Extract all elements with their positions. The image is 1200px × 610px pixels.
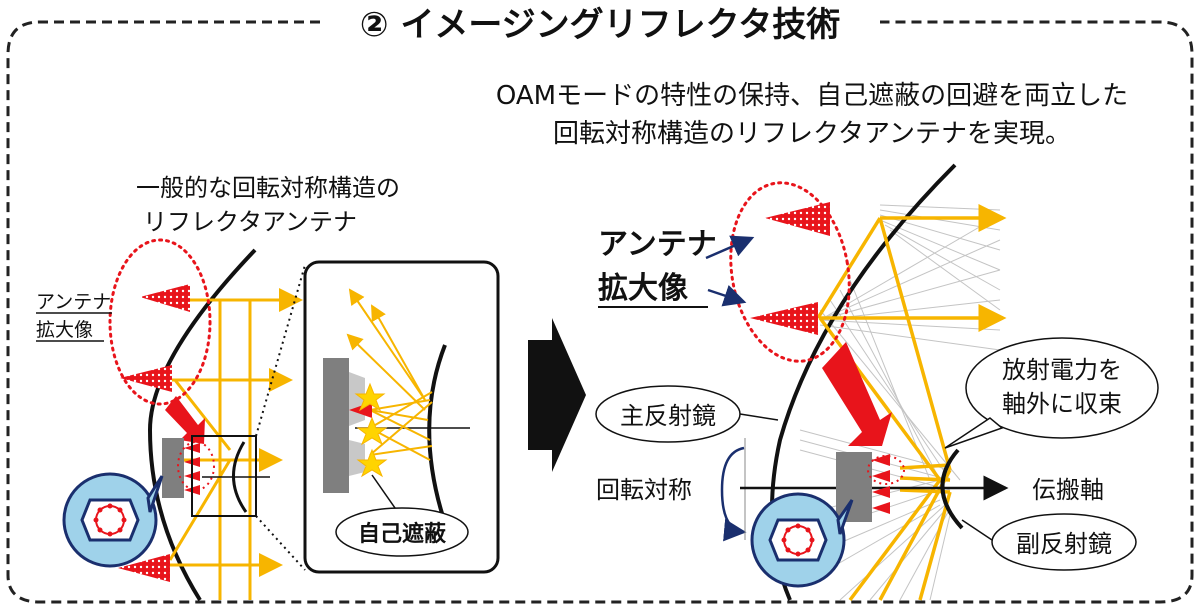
rotation-arrow-icon xyxy=(720,446,747,542)
radiation-label-line-1: 放射電力を xyxy=(1002,356,1122,384)
left-red-arrow xyxy=(165,396,205,444)
right-feed-block xyxy=(836,452,872,522)
left-antenna-label-line-1: アンテナ xyxy=(36,291,111,313)
right-panel: アンテナ 拡大像 主反射鏡 回転対称 伝搬軸 放射電力を 軸外に収束 xyxy=(595,163,1159,602)
summary-line-2: 回転対称構造のリフレクタアンテナを実現。 xyxy=(553,119,1071,149)
left-main-reflector xyxy=(147,248,257,602)
right-antenna-label-line-2: 拡大像 xyxy=(598,271,688,306)
right-antenna-image-outline xyxy=(729,181,851,363)
radiation-bubble xyxy=(965,337,1159,439)
summary-line-1: OAMモードの特性の保持、自己遮蔽の回避を両立した xyxy=(496,81,1128,111)
left-feed-block xyxy=(162,438,184,498)
radiation-label-line-2: 軸外に収束 xyxy=(1002,390,1122,418)
left-antenna-icon xyxy=(120,365,172,392)
page-title: ② イメージングリフレクタ技術 xyxy=(360,5,841,45)
left-subreflector-inset xyxy=(191,435,257,517)
rotation-symmetry-label: 回転対称 xyxy=(596,476,692,504)
outer-dashed-frame xyxy=(6,20,1194,604)
left-caption-line-2: リフレクタアンテナ xyxy=(143,208,357,236)
left-antenna-label-line-2: 拡大像 xyxy=(36,319,93,341)
self-shading-bubble xyxy=(335,507,469,557)
left-antenna-image-outline xyxy=(108,238,212,406)
right-antenna-icon xyxy=(765,202,830,236)
transition-arrow xyxy=(528,318,586,472)
self-shading-label: 自己遮蔽 xyxy=(358,521,447,547)
right-antenna-label-line-1: アンテナ xyxy=(598,227,717,262)
left-antenna-icon xyxy=(140,284,190,312)
right-sub-reflector xyxy=(940,448,964,530)
sub-reflector-bubble xyxy=(991,513,1137,571)
right-red-arrow xyxy=(822,342,892,446)
sub-reflector-label: 副反射鏡 xyxy=(1016,530,1112,558)
left-antenna-icon xyxy=(118,554,170,582)
left-caption-line-1: 一般的な回転対称構造の xyxy=(136,174,400,202)
right-antenna-icon xyxy=(750,302,818,335)
main-reflector-label: 主反射鏡 xyxy=(620,402,716,430)
left-panel: 一般的な回転対称構造の リフレクタアンテナ アンテナ 拡大像 xyxy=(36,174,500,602)
propagation-axis-label: 伝搬軸 xyxy=(1032,476,1104,504)
